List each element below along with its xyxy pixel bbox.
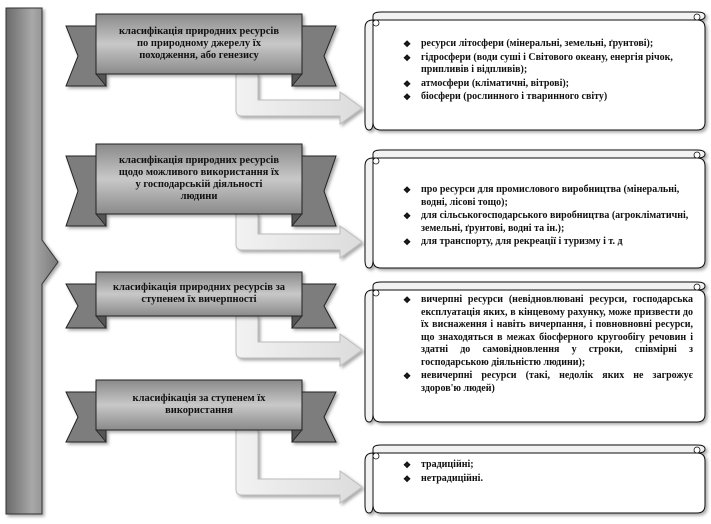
list-item-text: атмосфери (кліматичні, вітрові); bbox=[421, 77, 570, 89]
curved-arrow bbox=[235, 429, 363, 504]
diamond-bullet-icon: ❖ bbox=[403, 78, 412, 89]
diamond-bullet-icon: ❖ bbox=[403, 92, 412, 102]
ribbon-label-line: використання bbox=[165, 405, 233, 416]
list-item: ❖ про ресурси для промислового виробництв… bbox=[401, 184, 691, 209]
list-item-text: вичерпні ресурси (невідновлювані ресурси… bbox=[421, 294, 693, 368]
diamond-bullet-icon: ❖ bbox=[403, 237, 412, 247]
list-item-text: для транспорту, для рекреації і туризму … bbox=[421, 236, 623, 247]
curved-arrow bbox=[235, 73, 363, 125]
list-item: ❖ нетрадиційні. bbox=[401, 473, 691, 486]
scroll-panel bbox=[364, 281, 706, 423]
list-item-text: біосфери (рослинного і тваринного світу) bbox=[421, 91, 608, 102]
diamond-bullet-icon: ❖ bbox=[403, 39, 412, 49]
ribbon-label-line: класифікація за ступенем їх bbox=[132, 393, 266, 404]
list-item: ❖ біосфери (рослинного і тваринного світу… bbox=[401, 91, 691, 104]
ribbon-banner bbox=[65, 143, 337, 228]
list-item: ❖ ресурси літосфери (мінеральні, земельні… bbox=[401, 38, 691, 51]
list-item: ❖ атмосфери (кліматичні, вітрові); bbox=[401, 78, 691, 91]
bullet-list: ❖ про ресурси для промислового виробництв… bbox=[401, 184, 691, 249]
list-item: ❖ для транспорту, для рекреації і туризму… bbox=[401, 236, 691, 249]
bullet-list: ❖ вичерпні ресурси (невідновлювані ресурс… bbox=[401, 294, 693, 395]
scroll-content: ❖ про ресурси для промислового виробництв… bbox=[401, 184, 691, 250]
ribbon-label-line: по природному джерелу їх bbox=[137, 38, 261, 49]
diamond-bullet-icon: ❖ bbox=[403, 211, 412, 221]
diamond-bullet-icon: ❖ bbox=[403, 295, 412, 305]
ribbon-label-line: ступенем їх вичерпності bbox=[141, 294, 257, 305]
scroll-content: ❖ вичерпні ресурси (невідновлювані ресурс… bbox=[401, 294, 693, 396]
list-item-text: нетрадиційні. bbox=[421, 472, 483, 484]
ribbon-label-line: щодо можливого використання їх bbox=[118, 167, 280, 178]
ribbon-label-line: людини bbox=[180, 191, 218, 202]
bullet-list: ❖ традиційні; ❖ нетрадиційні. bbox=[401, 459, 691, 485]
list-item-text: традиційні; bbox=[421, 459, 474, 470]
diamond-bullet-icon: ❖ bbox=[403, 473, 412, 484]
scroll-panel bbox=[364, 444, 706, 514]
scroll-content: ❖ традиційні; ❖ нетрадиційні. bbox=[401, 459, 691, 486]
curved-arrow bbox=[235, 213, 363, 259]
scroll-content: ❖ ресурси літосфери (мінеральні, земельні… bbox=[401, 38, 691, 105]
list-item: ❖ невичерпні ресурси (такі, недолік яких … bbox=[401, 370, 693, 395]
list-item-text: для сільськогосподарського виробництва (… bbox=[421, 210, 689, 234]
ribbon-label-line: класифікація природних ресурсів bbox=[119, 155, 279, 166]
bullet-list: ❖ ресурси літосфери (мінеральні, земельні… bbox=[401, 38, 691, 104]
diamond-bullet-icon: ❖ bbox=[403, 185, 412, 195]
ribbon-banner bbox=[65, 13, 337, 88]
list-item-text: про ресурси для промислового виробництва… bbox=[421, 184, 680, 208]
ribbon-banner bbox=[65, 271, 337, 330]
ribbon-label-line: класифікація природних ресурсів за bbox=[112, 282, 286, 293]
curved-arrow bbox=[235, 315, 363, 367]
ribbon-label-line: походження, або генезису bbox=[139, 50, 259, 61]
list-item: ❖ вичерпні ресурси (невідновлювані ресурс… bbox=[401, 294, 693, 369]
ribbon-label-line: класифікація природних ресурсів bbox=[119, 26, 279, 37]
list-item-text: гідросфери (води суші і Світового океану… bbox=[421, 51, 673, 76]
scroll-panel bbox=[364, 149, 706, 269]
list-item: ❖ традиційні; bbox=[401, 459, 691, 472]
list-item-text: ресурси літосфери (мінеральні, земельні,… bbox=[421, 38, 654, 49]
diamond-bullet-icon: ❖ bbox=[403, 460, 412, 470]
scroll-panel bbox=[364, 11, 706, 131]
diamond-bullet-icon: ❖ bbox=[403, 52, 412, 63]
diamond-bullet-icon: ❖ bbox=[403, 371, 412, 381]
ribbon-label-line: у господарській діяльності bbox=[135, 179, 263, 190]
list-item-text: невичерпні ресурси (такі, недолік яких н… bbox=[421, 370, 693, 394]
list-item: ❖ гідросфери (води суші і Світового океан… bbox=[401, 52, 691, 77]
ribbon-banner bbox=[65, 379, 337, 444]
left-vertical-arrow bbox=[5, 7, 59, 515]
list-item: ❖ для сільськогосподарського виробництва … bbox=[401, 210, 691, 235]
